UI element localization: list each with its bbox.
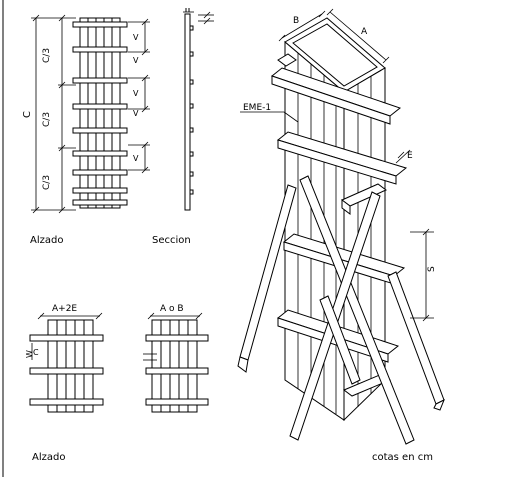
dim-c-third-3: C/3 [42, 175, 52, 190]
dim-a-plus-2e: A+2E [52, 304, 77, 314]
dim-w: W [25, 350, 34, 358]
brace-cross-1 [299, 175, 415, 445]
dim-c-third-2: C/3 [42, 112, 52, 127]
alzado-bottom-elevation: A+2E W C Alzado [25, 304, 104, 463]
vertical-boards [79, 17, 121, 209]
seccion-view: Seccion [152, 8, 214, 246]
label-seccion: Seccion [152, 235, 191, 246]
dim-v-5: V [133, 154, 139, 163]
dim-s: S [427, 266, 437, 272]
dim-v-4: V [133, 109, 139, 118]
yokes [72, 21, 128, 206]
dim-b-3d: B [293, 16, 299, 26]
dim-e-3d: E [407, 151, 413, 161]
formwork-perspective: A B EME-1 E S cotas en cm [237, 8, 445, 463]
brace-right [387, 271, 445, 405]
alzado-a-o-b: A o B [143, 304, 209, 413]
dim-c-total: C [22, 111, 33, 118]
dim-c-third-1: C/3 [42, 48, 52, 63]
dim-v-3: V [133, 89, 139, 98]
label-alzado-bottom: Alzado [32, 452, 65, 463]
label-cotas: cotas en cm [372, 452, 433, 463]
alzado-top-elevation: C C/3 C/3 C/3 V V V V V Alzado [22, 14, 150, 246]
label-alzado-top: Alzado [30, 235, 63, 246]
label-eme: EME-1 [243, 103, 271, 113]
dim-c: C [33, 348, 39, 357]
dim-v-1: V [133, 33, 139, 42]
box-top-inner [292, 23, 378, 87]
dim-v-2: V [133, 56, 139, 65]
dim-a-3d: A [361, 27, 368, 37]
dim-a-o-b: A o B [160, 304, 184, 314]
